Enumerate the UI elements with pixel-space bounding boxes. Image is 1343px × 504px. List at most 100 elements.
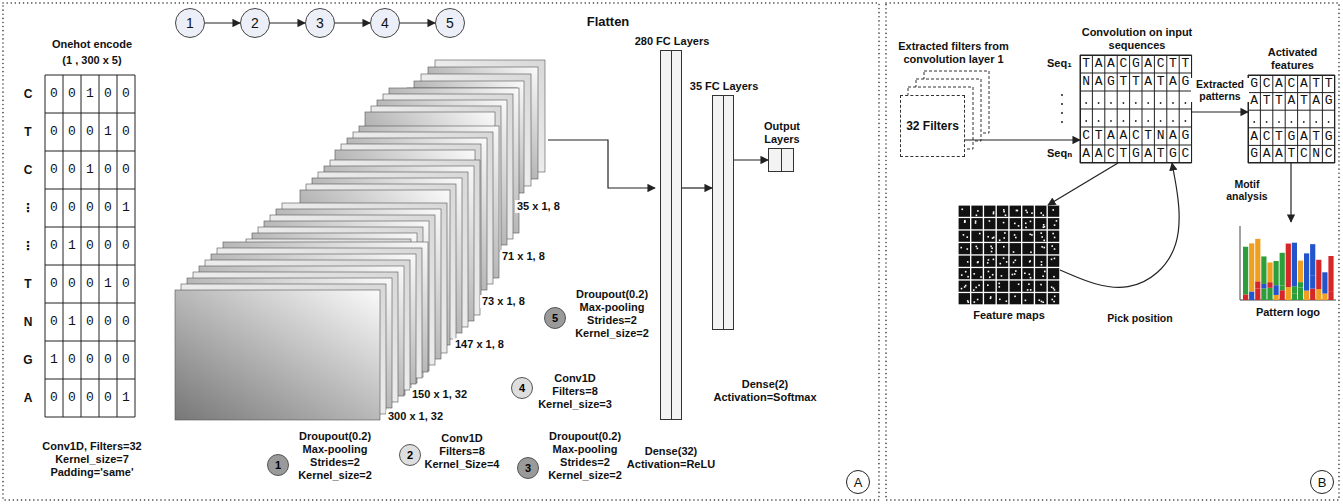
dimension-label: 147 x 1, 8 (453, 338, 506, 351)
activation-dot (1016, 210, 1018, 212)
activation-dot (1041, 301, 1043, 303)
logo-letter-block (1322, 294, 1327, 300)
fc-layer: 280 FC Layers (660, 50, 682, 420)
grid-line (1248, 92, 1335, 93)
activation-dot (960, 247, 962, 249)
activation-dot (961, 208, 963, 210)
feature-map-cell (1022, 231, 1033, 242)
activation-dot (987, 284, 989, 286)
feature-map-cell (984, 243, 995, 254)
ellipsis-dot (1061, 94, 1063, 96)
connector-arrow (1192, 111, 1248, 112)
activation-dot (963, 234, 965, 236)
activation-dot (1030, 221, 1032, 223)
ellipsis-dot (1328, 121, 1330, 123)
feature-map-cell (959, 256, 970, 267)
feature-map-cell (997, 256, 1008, 267)
activation-dot (988, 271, 990, 273)
activation-dot (964, 221, 966, 223)
logo-letter-block (1249, 291, 1254, 300)
activation-dot (977, 248, 979, 250)
dimension-label: 150 x 1, 32 (410, 388, 469, 401)
feature-map-cell (997, 281, 1008, 292)
annotation: Seq₁ (1047, 57, 1072, 70)
activation-dot (1031, 212, 1033, 214)
connector-arrow (682, 187, 712, 188)
cell-row: ACTGATG (1250, 129, 1337, 145)
logo-letter-block (1304, 253, 1309, 290)
logo-letter-block (1286, 244, 1291, 288)
ellipsis-dot (1085, 120, 1087, 122)
feature-map-cell (1010, 231, 1021, 242)
cell-row: ATTATAG (1250, 93, 1337, 109)
annotation: Dense(2) Activation=Softmax (705, 378, 825, 404)
feature-map-cell (1010, 281, 1021, 292)
ellipsis-dot (1110, 120, 1112, 122)
cell-row: CTAACTNAG (1082, 128, 1194, 144)
ellipsis-dot (1160, 102, 1162, 104)
grid-line (45, 75, 135, 76)
ellipsis-dot (1110, 102, 1112, 104)
grid-line (45, 265, 135, 266)
feature-map-cell (997, 243, 1008, 254)
grid-line (45, 151, 135, 152)
feature-map-cell (1035, 293, 1046, 304)
activation-dot (1015, 259, 1017, 261)
activation-dot (964, 220, 966, 222)
feature-map-cell (1022, 293, 1033, 304)
grid-line (45, 75, 46, 417)
node-heading: 35 FC Layers (690, 80, 758, 93)
annotation: Dense(32) Activation=ReLU (616, 445, 726, 471)
logo-letter-block (1274, 285, 1279, 295)
grid-line (1248, 127, 1335, 128)
feature-map-cell (997, 231, 1008, 242)
activation-dot (1013, 262, 1015, 264)
feature-map-cell (1048, 293, 1059, 304)
feature-map-cell (1048, 268, 1059, 279)
grid-line (1248, 145, 1335, 146)
cell-row: 01000 (50, 314, 140, 330)
activation-dot (973, 273, 975, 275)
feature-map-cell (1022, 243, 1033, 254)
ellipsis-dot (1061, 103, 1063, 105)
logo-letter-block (1267, 288, 1272, 300)
activation-dot (977, 299, 979, 301)
logo-letter-block (1328, 256, 1333, 292)
edge-label: Motif analysis (1219, 178, 1275, 202)
feature-map-cell (971, 281, 982, 292)
activation-dot (1015, 270, 1017, 272)
activation-dot (967, 300, 969, 302)
logo-letter-block (1310, 244, 1315, 276)
node-label: 32 Filters (906, 120, 959, 133)
ellipsis-dot (1098, 102, 1100, 104)
activation-dot (990, 297, 992, 299)
grid-line (45, 341, 135, 342)
logo-letter-block (1322, 272, 1327, 293)
row-letter: G (20, 353, 36, 367)
feature-map-cell (959, 231, 970, 242)
annotation: Flatten (568, 14, 648, 30)
grid-line (45, 227, 135, 228)
activation-dot (1006, 300, 1008, 302)
cell-row: 00010 (50, 124, 140, 140)
output-layer: Output Layers (768, 148, 794, 172)
activation-dot (1043, 247, 1045, 249)
dimension-label: 71 x 1, 8 (500, 250, 547, 263)
activation-dot (967, 261, 969, 263)
activation-dot (1040, 212, 1042, 214)
activation-dot (1003, 257, 1005, 259)
activation-dot (966, 236, 968, 238)
annotation: (1 , 300 x 5) (27, 54, 157, 67)
activation-dot (989, 276, 991, 278)
ellipsis-dot (1135, 102, 1137, 104)
activation-dot (992, 274, 994, 276)
activation-dot (1003, 211, 1005, 213)
feature-map-cell (1010, 268, 1021, 279)
feature-map-cell (997, 268, 1008, 279)
activation-dot (991, 251, 993, 253)
grid-line (1080, 145, 1192, 146)
feature-map-cell (1035, 206, 1046, 217)
activation-dot (1043, 240, 1045, 242)
annotation: Onehot encode (27, 38, 157, 51)
node-heading: Extracted filters from convolution layer… (894, 40, 1014, 66)
